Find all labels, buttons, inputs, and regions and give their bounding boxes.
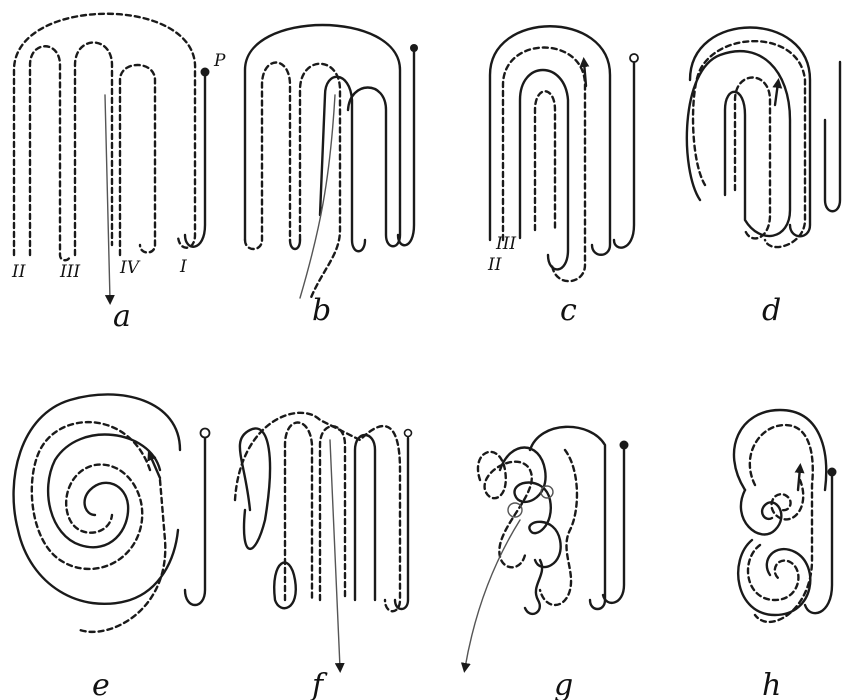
panel-d-dashed-inner — [735, 78, 770, 239]
panel-a-outer-arch — [14, 14, 195, 255]
panel-e-caption: e — [92, 668, 110, 700]
panel-c: III II c — [487, 26, 638, 328]
panel-c-innermost-loop — [535, 91, 555, 230]
panel-g-point — [620, 441, 629, 450]
panel-c-outer-loop — [490, 26, 610, 255]
panel-c-arrow — [584, 62, 586, 86]
panel-f-caption: f — [310, 668, 328, 700]
panel-b-loop-2 — [300, 64, 340, 300]
panel-g-wiggle — [525, 560, 542, 614]
panel-c-loop-label-ii: II — [487, 255, 502, 275]
panel-a-loop-ii-iii — [30, 46, 70, 260]
panel-a-arrow — [105, 95, 110, 300]
panel-f-arrow — [330, 440, 340, 668]
panel-f-point — [405, 430, 412, 437]
panel-a-loop-label-i: I — [179, 257, 187, 277]
panel-h-dashed-arch — [750, 425, 813, 622]
panel-f-solid-stem — [395, 438, 408, 609]
panel-d-caption: d — [762, 293, 781, 328]
panel-a-loop-label-iv: IV — [119, 258, 141, 278]
panel-a-point-p — [201, 68, 210, 77]
panel-d-spiral — [687, 51, 790, 236]
panel-f-loop-4 — [320, 426, 345, 600]
panel-d: d — [687, 28, 840, 329]
panel-f-loop-5 — [355, 435, 375, 600]
panel-e-solid-stem — [185, 438, 205, 605]
panel-e: e — [14, 394, 210, 700]
panel-d-dashed-outer — [693, 41, 805, 247]
panel-e-outer-spiral — [14, 394, 180, 603]
panel-c-inner-loop — [520, 70, 568, 269]
panel-b-loop-1 — [245, 63, 290, 250]
panel-c-caption: c — [560, 293, 577, 328]
panel-a: P II III IV I a — [11, 14, 226, 334]
panel-d-arrow — [775, 83, 778, 105]
panel-h-arrow — [798, 468, 800, 490]
panel-d-solid-stem — [825, 62, 840, 211]
panel-f-loop-2 — [285, 423, 312, 601]
panel-f-loop-1 — [240, 428, 270, 548]
panel-a-loop-label-iii: III — [59, 262, 80, 282]
panel-h: h — [734, 410, 837, 700]
panel-f: f — [235, 413, 412, 700]
panel-b: b — [245, 25, 418, 328]
panel-c-solid-stem — [614, 62, 634, 248]
panel-b-point — [410, 44, 418, 52]
panel-h-caption: h — [762, 668, 781, 700]
panel-g-caption: g — [554, 668, 573, 700]
panel-g: g — [465, 427, 629, 700]
panel-b-thin-trail — [300, 95, 335, 298]
panel-a-loop-label-ii: II — [11, 262, 26, 282]
panel-e-inner-spiral — [48, 435, 160, 548]
panel-b-caption: b — [312, 293, 331, 328]
panel-a-point-label: P — [213, 51, 226, 71]
panel-g-dashed-tangle — [478, 452, 532, 567]
panel-e-point — [201, 429, 210, 438]
panel-g-arrow — [465, 520, 520, 668]
panel-c-point — [630, 54, 638, 62]
panel-c-loop-label-iii: III — [495, 234, 516, 254]
panel-b-inner-loop — [290, 77, 365, 251]
panel-h-point — [828, 468, 837, 477]
panel-a-caption: a — [113, 299, 131, 334]
panel-a-loop-iv — [120, 65, 155, 255]
